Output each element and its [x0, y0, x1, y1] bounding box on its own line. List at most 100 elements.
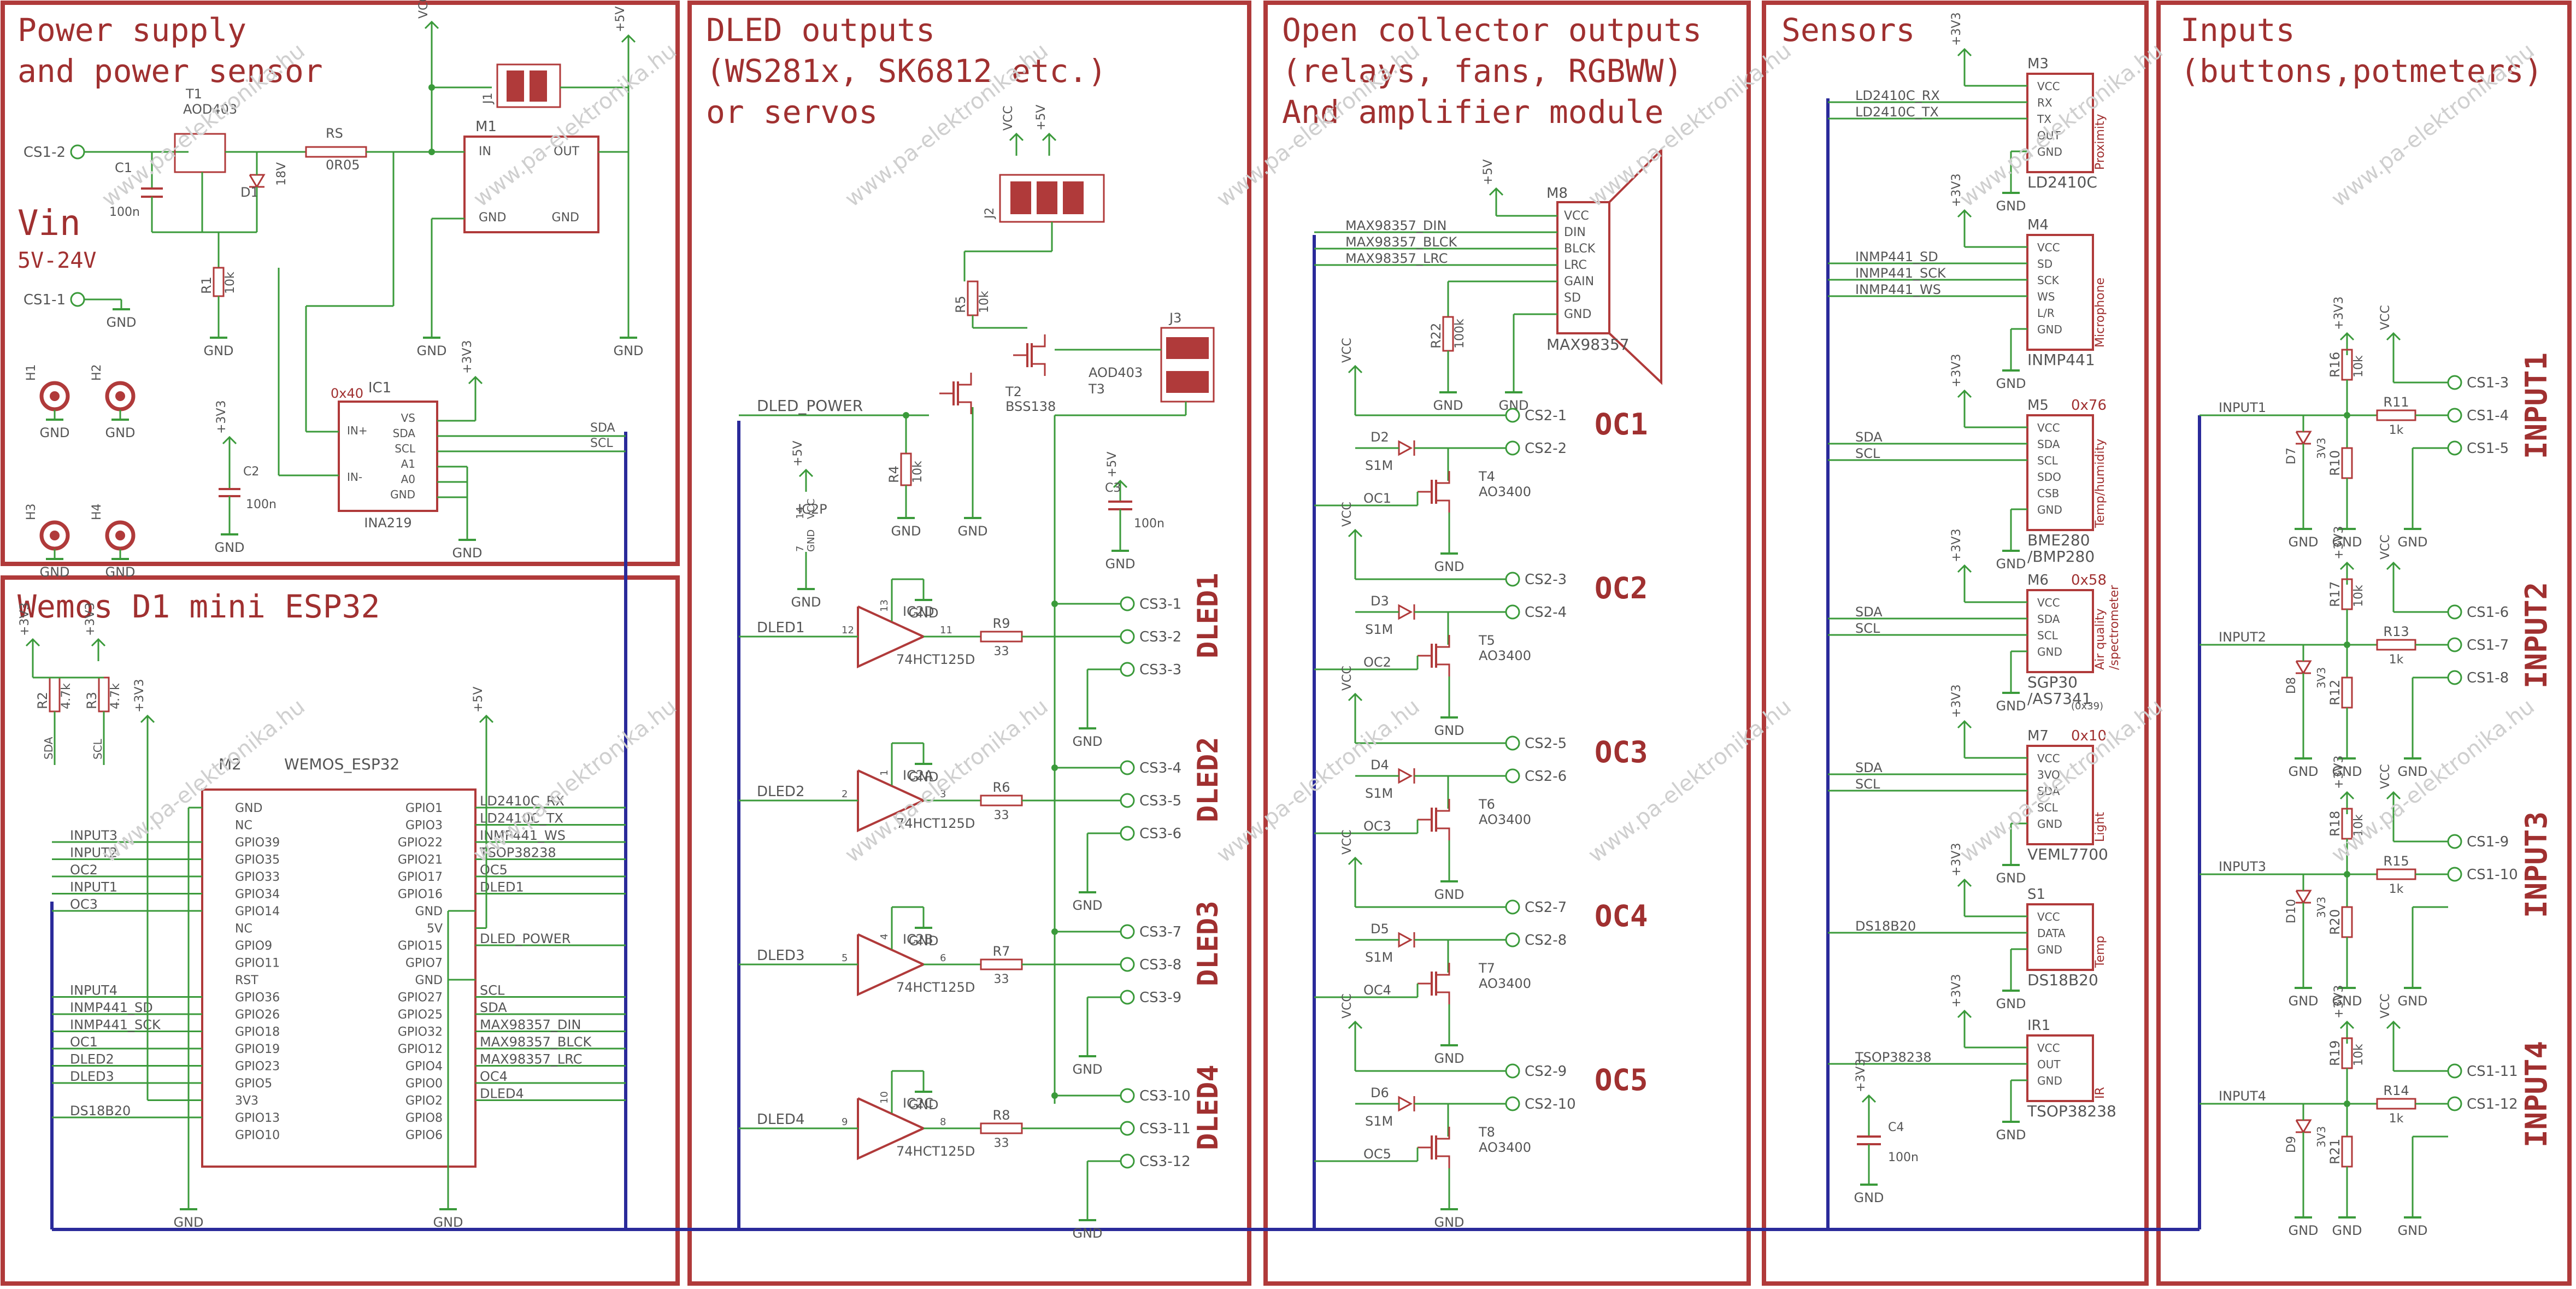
d1-value: 18V [275, 162, 289, 186]
diode-ref: D8 [2285, 677, 2298, 694]
esp32-right-pin: GPIO3 [405, 819, 443, 833]
gnd-label: GND [1105, 556, 1135, 572]
sensor-net: LD2410C_RX [1855, 88, 1940, 103]
r2-net: SDA [42, 737, 55, 760]
supply-arrow [479, 714, 494, 723]
input-net: INPUT2 [2219, 629, 2266, 645]
ic2p-ref: IC2P [798, 502, 827, 517]
supply-arrow [1957, 209, 1972, 218]
connector-label: CS3-5 [1139, 793, 1181, 809]
module-m1 [463, 136, 599, 233]
connector-label: CS2-10 [1525, 1096, 1576, 1113]
sda-net: SDA [590, 421, 615, 435]
gnd-label: GND [908, 769, 938, 785]
vin-range-label: 5V-24V [17, 248, 97, 273]
diode-d6 [1398, 1096, 1413, 1112]
esp32-left-net: OC2 [70, 862, 98, 878]
supply-label: +3V3 [1950, 529, 1963, 562]
esp32-left-pin: GPIO11 [235, 957, 280, 970]
sensor-ref: M5 [2027, 397, 2049, 414]
value-label: 33 [994, 1137, 1009, 1150]
gnd-label: GND [957, 523, 987, 539]
connector-label: CS2-1 [1525, 408, 1567, 424]
oc-net: OC2 [1363, 655, 1391, 670]
t2-ref: T2 [1005, 384, 1022, 399]
gnd-label: GND [2288, 1223, 2318, 1238]
supply-label: VCC [2379, 534, 2392, 560]
j2-pin [1010, 181, 1031, 214]
supply-label: +5V [1481, 160, 1495, 185]
j1-ref: J1 [481, 93, 495, 105]
resistor-rs [305, 146, 367, 158]
dled-power-net: DLED_POWER [757, 397, 863, 415]
connector-cs2-8 [1505, 932, 1520, 947]
diode-value: S1M [1365, 950, 1393, 965]
ref-label: R1 [199, 276, 214, 294]
buffer-value: 74HCT125D [896, 1144, 975, 1159]
value-label: 1k [2389, 882, 2404, 896]
j2-pin [1037, 181, 1057, 214]
connector-label: CS2-8 [1525, 932, 1567, 949]
ref-label: R21 [2327, 1139, 2343, 1164]
connector-cs1-1 [70, 292, 85, 307]
sensor-name: INMP441 [2027, 351, 2095, 369]
connector-cs2-3 [1505, 572, 1520, 587]
ref-label: R13 [2383, 624, 2409, 639]
diode-d5 [1398, 932, 1413, 948]
ref-label: R4 [886, 466, 902, 483]
connector-label: CS3-9 [1139, 990, 1181, 1006]
hole-ref: H2 [90, 364, 104, 381]
sensor-addr: 0x76 [2071, 397, 2107, 414]
oc-net: OC3 [1363, 819, 1391, 834]
gnd-label: GND [908, 1097, 938, 1113]
supply-arrow [1009, 132, 1024, 142]
diode-ref: D9 [2285, 1136, 2298, 1153]
connector-label: CS2-4 [1525, 604, 1567, 621]
buffer-ref: IC2C [903, 1096, 933, 1111]
connector-label: CS1-11 [2467, 1063, 2518, 1080]
resistor-r21 [2341, 1135, 2353, 1168]
dled-input-net: DLED2 [757, 784, 805, 800]
connector-cs1-3 [2447, 375, 2462, 390]
connector-label: CS2-5 [1525, 735, 1567, 752]
supply-label: +3V3 [2332, 985, 2346, 1019]
sensor-module-m7 [2026, 745, 2094, 845]
ic2p-gnd: GND [805, 529, 817, 552]
ref-label: R17 [2327, 581, 2343, 607]
r3-net: SCL [91, 738, 104, 760]
buffer-pin: 8 [940, 1116, 946, 1128]
mosfet-ref: T7 [1478, 961, 1495, 976]
gnd-label: GND [2288, 764, 2318, 779]
resistor-r8 [980, 1122, 1023, 1134]
sensor-pin: 3VO [2037, 768, 2060, 781]
mosfet-ref: T6 [1478, 797, 1495, 812]
esp32-right-pin: GND [415, 905, 443, 919]
speaker-symbol [1608, 148, 1662, 385]
connector-cs3-12 [1120, 1153, 1135, 1169]
mosfet-drain [958, 373, 972, 386]
gnd-label: GND [416, 343, 446, 358]
supply-label: VCC [417, 0, 431, 19]
input-channel-label: INPUT4 [2519, 1041, 2554, 1147]
gnd-label: GND [1433, 398, 1463, 413]
supply-arrow [91, 638, 106, 647]
connector-label: CS3-6 [1139, 826, 1181, 842]
ref-label: R14 [2383, 1083, 2409, 1098]
gnd-label: GND [203, 343, 233, 358]
mosfet-ref: T5 [1478, 633, 1495, 648]
esp32-left-pin: GPIO39 [235, 836, 280, 850]
connector-label: CS1-8 [2467, 670, 2509, 686]
ic1-addr: 0x40 [331, 386, 363, 401]
c1-ref: C1 [115, 160, 132, 175]
connector-cs2-2 [1505, 440, 1520, 456]
sensor-pin: VCC [2037, 1041, 2060, 1055]
esp32-left-pin: GPIO5 [235, 1077, 272, 1091]
dled-panel-title-line: DLED outputs [706, 11, 935, 49]
oc-channel-label: OC5 [1595, 1063, 1648, 1097]
sensor-ref: M3 [2027, 56, 2049, 72]
supply-arrow [1957, 564, 1972, 573]
input-net: INPUT3 [2219, 859, 2266, 874]
dled-channel-label: DLED2 [1192, 737, 1225, 822]
esp32-left-net: INMP441_SD [70, 1000, 153, 1015]
